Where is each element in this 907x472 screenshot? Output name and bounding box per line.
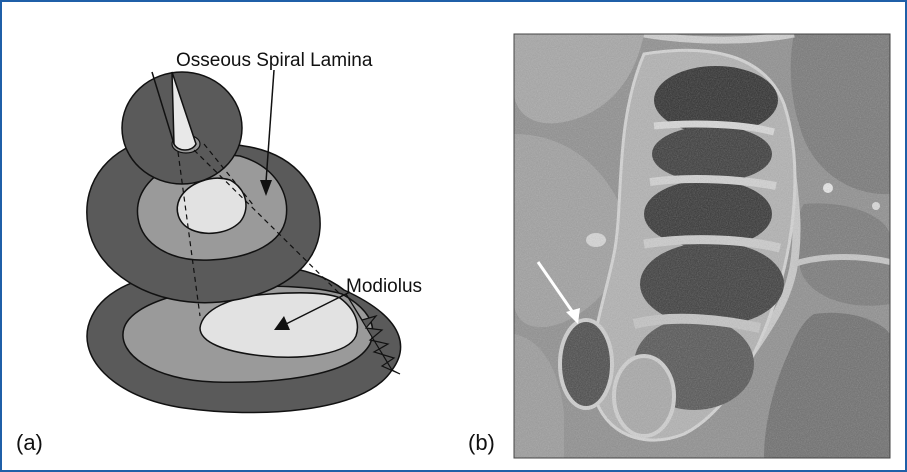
panel-a-label: (a)	[16, 430, 43, 456]
lamina-callout-label: Osseous Spiral Lamina	[176, 50, 373, 71]
cochlea-diagram	[87, 72, 401, 413]
panel-b-label: (b)	[468, 430, 495, 456]
sem-micrograph	[514, 34, 890, 458]
modiolus-callout-label: Modiolus	[346, 276, 422, 297]
figure-canvas: Osseous Spiral Lamina Modiolus	[4, 4, 903, 468]
